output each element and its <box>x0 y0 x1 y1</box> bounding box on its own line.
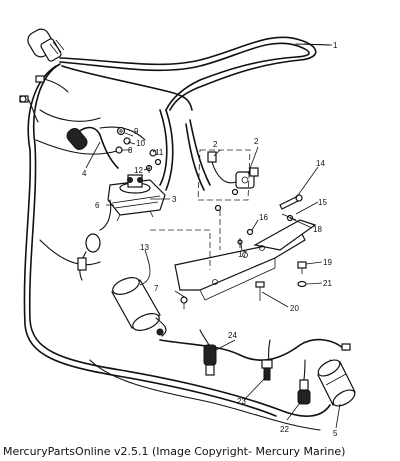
sender-22 <box>297 379 311 405</box>
callout-11: 11 <box>155 148 164 157</box>
bolt-20 <box>255 281 265 301</box>
callout-3: 3 <box>172 195 177 204</box>
callout-22: 22 <box>280 425 289 434</box>
screw-19-21 <box>297 261 307 288</box>
callout-13: 13 <box>140 243 149 252</box>
callout-1: 1 <box>333 41 338 50</box>
callout-10: 10 <box>136 139 145 148</box>
callout-4: 4 <box>82 169 87 178</box>
filter-canister <box>317 359 356 407</box>
mounting-bracket <box>150 210 317 301</box>
callout-6: 6 <box>95 201 100 210</box>
callout-labels: 1 2 2 3 4 5 6 7 8 9 10 11 12 13 14 15 16… <box>82 41 338 438</box>
small-hardware <box>115 126 162 173</box>
callout-14: 14 <box>316 159 325 168</box>
callout-9: 9 <box>134 127 139 136</box>
sender-left <box>77 233 101 281</box>
callout-20: 20 <box>290 304 299 313</box>
callout-17: 17 <box>238 250 247 259</box>
callout-16: 16 <box>259 213 268 222</box>
left-harness-loop <box>23 63 331 417</box>
copyright-caption: MercuryPartsOnline v2.5.1 (Image Copyrig… <box>3 445 346 458</box>
callout-2b: 2 <box>254 137 259 146</box>
harness-plug <box>27 28 65 62</box>
sender-23 <box>261 359 273 381</box>
callout-24: 24 <box>228 331 237 340</box>
connector-right <box>341 343 351 351</box>
plug-24 <box>203 344 217 376</box>
solenoid-cable <box>99 109 174 231</box>
callout-2a: 2 <box>213 140 218 149</box>
switch-assembly <box>185 119 259 212</box>
callout-8: 8 <box>128 146 133 155</box>
callout-12: 12 <box>134 166 143 175</box>
cable-boot <box>66 126 146 169</box>
clip-16-17 <box>237 228 254 248</box>
leader-lines <box>85 43 341 429</box>
screws-14-15 <box>279 194 303 222</box>
callout-7: 7 <box>154 284 159 293</box>
callout-19: 19 <box>323 258 332 267</box>
screw-7 <box>180 296 188 309</box>
callout-18: 18 <box>313 225 322 234</box>
solenoid <box>107 174 166 222</box>
main-harness-cable <box>59 36 331 111</box>
callout-15: 15 <box>318 198 327 207</box>
coil <box>111 277 167 337</box>
callout-23: 23 <box>237 397 246 406</box>
callout-21: 21 <box>323 279 332 288</box>
top-terminals <box>19 75 69 123</box>
callout-5: 5 <box>333 429 338 438</box>
